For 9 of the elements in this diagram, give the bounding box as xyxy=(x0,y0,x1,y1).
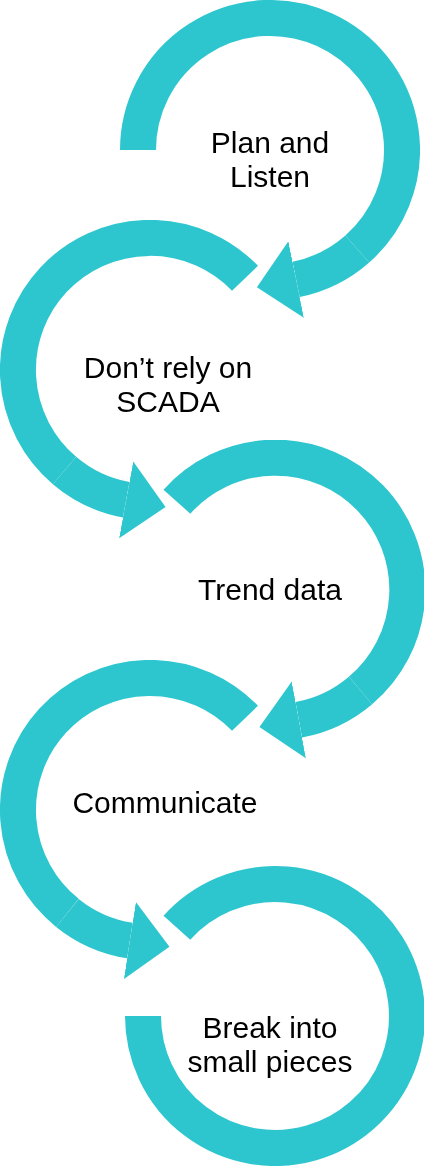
step-label: Break into small pieces xyxy=(186,1011,354,1079)
step-label: Don’t rely on SCADA xyxy=(82,351,254,419)
step-label: Communicate xyxy=(71,786,259,820)
arrow xyxy=(257,234,369,318)
step-label: Trend data xyxy=(197,573,343,607)
arrow xyxy=(56,898,170,979)
arrow xyxy=(259,676,372,758)
step-label: Plan and Listen xyxy=(209,126,331,194)
arrow xyxy=(53,456,166,538)
